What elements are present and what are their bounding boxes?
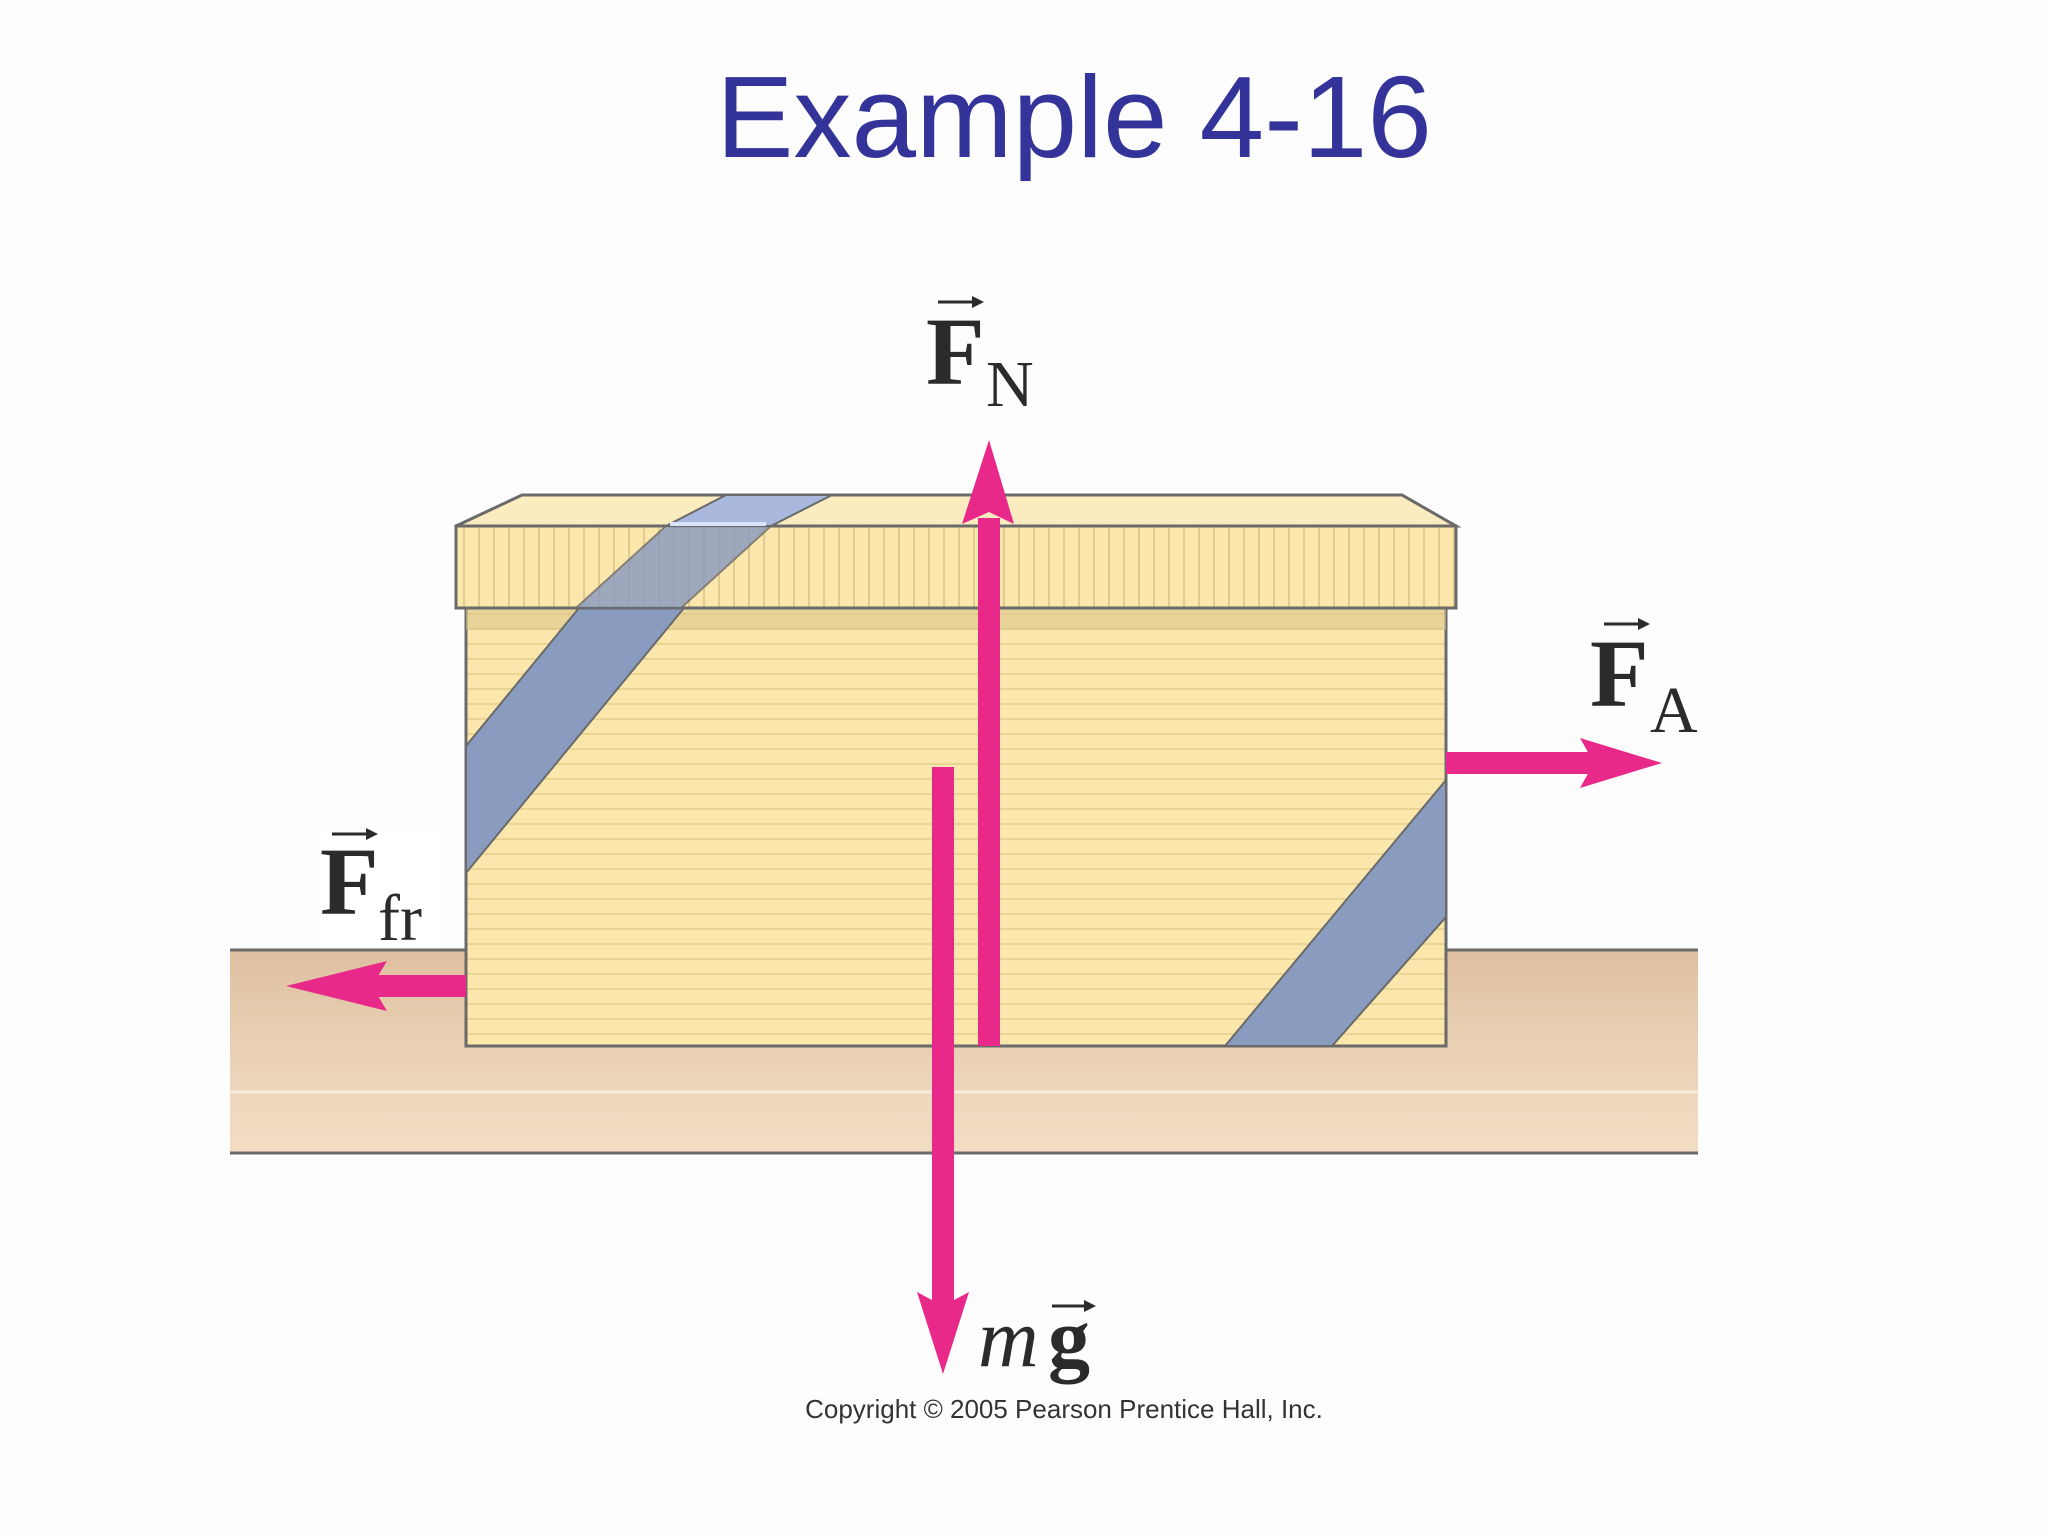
weight-arrow: [917, 767, 969, 1374]
label-friction-force: F fr: [320, 828, 438, 955]
box-lid-top: [455, 493, 1462, 528]
friction-force-arrow: [286, 961, 466, 1011]
label-normal-subscript: N: [986, 348, 1034, 421]
force-arrows: [286, 440, 1662, 1374]
label-weight-mass: m: [978, 1292, 1039, 1385]
applied-force-arrow: [1446, 738, 1662, 788]
box: [454, 493, 1462, 1048]
normal-force-arrow: [962, 440, 1014, 1046]
label-normal-force: F N: [926, 296, 1034, 421]
label-applied-subscript: A: [1650, 674, 1698, 747]
box-strap-right: [1222, 777, 1447, 1047]
label-weight: m g: [978, 1292, 1096, 1385]
slide-title: Example 4-16: [716, 52, 1432, 182]
label-friction-subscript: fr: [378, 882, 422, 955]
copyright-notice: Copyright © 2005 Pearson Prentice Hall, …: [805, 1394, 1323, 1424]
label-applied-force: F A: [1590, 618, 1698, 747]
label-normal-symbol: F: [926, 298, 985, 405]
label-applied-symbol: F: [1590, 620, 1649, 727]
label-friction-symbol: F: [320, 828, 379, 935]
